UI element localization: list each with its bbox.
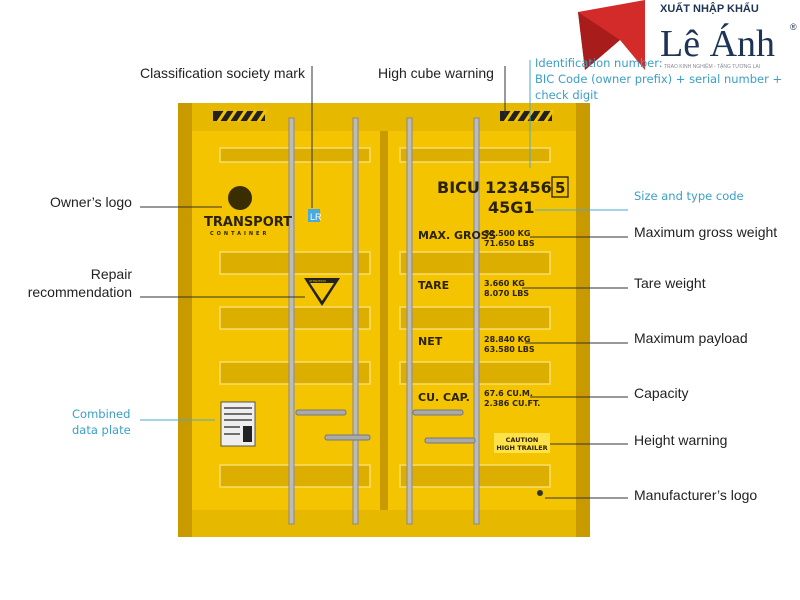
manufacturer-logo-icon	[537, 490, 543, 496]
label-height: Height warning	[634, 432, 727, 448]
weight-rows: MAX. GROSS 32.500 KG 71.650 LBS TARE 3.6…	[418, 229, 540, 408]
label-capacity: Capacity	[634, 385, 688, 401]
door-handles	[295, 409, 476, 444]
row-key: CU. CAP.	[418, 391, 470, 404]
owner-logo-sub: CONTAINER	[210, 231, 269, 237]
row-v2: 63.580 LBS	[484, 345, 535, 354]
classification-mark-text: LR	[310, 212, 322, 222]
leader-lines	[140, 60, 628, 499]
row-key: TARE	[418, 279, 449, 292]
label-manufacturer: Manufacturer’s logo	[634, 487, 757, 503]
row-v1: 32.500 KG	[484, 229, 530, 238]
label-max-gross: Maximum gross weight	[634, 224, 777, 240]
label-identification: BIC Code (owner prefix) + serial number …	[535, 72, 782, 86]
label-owner-logo: Owner’s logo	[50, 194, 132, 210]
label-repair: Repair	[91, 266, 133, 282]
caution-line: HIGH TRAILER	[496, 444, 547, 452]
owner-logo-name: TRANSPORT	[204, 215, 292, 230]
repair-triangle: ATTENTION	[304, 278, 340, 306]
label-payload: Maximum payload	[634, 330, 748, 346]
owner-logo: TRANSPORT CONTAINER	[204, 186, 292, 237]
label-size-type: Size and type code	[634, 189, 744, 203]
label-classification: Classification society mark	[140, 65, 306, 81]
label-repair: recommendation	[28, 284, 132, 300]
label-identification: check digit	[535, 88, 598, 102]
container	[178, 103, 590, 537]
label-tare: Tare weight	[634, 275, 706, 291]
brand-tagline: TRAO KINH NGHIỆM - TẶNG TƯƠNG LAI	[664, 62, 760, 70]
label-identification: Identification number:	[535, 56, 663, 70]
row-v2: 2.386 CU.FT.	[484, 399, 540, 408]
row-key: NET	[418, 335, 443, 348]
owner-prefix: BICU	[437, 178, 480, 197]
label-data-plate: Combined	[72, 407, 130, 421]
label-data-plate: data plate	[72, 423, 131, 437]
locking-bars	[288, 117, 480, 525]
caution-sticker: CAUTION HIGH TRAILER	[494, 433, 550, 453]
data-plate	[220, 401, 256, 447]
brand-logo: XUẤT NHẬP KHẨU Lê Ánh ® TRAO KINH NGHIỆM…	[578, 0, 797, 70]
label-high-cube: High cube warning	[378, 65, 494, 81]
brand-top: XUẤT NHẬP KHẨU	[660, 2, 759, 15]
row-v1: 28.840 KG	[484, 335, 530, 344]
attention-text: ATTENTION	[309, 279, 326, 283]
bic-code: BICU 123456 5 45G1	[437, 176, 569, 217]
hazard-stripes	[213, 109, 555, 123]
size-type-code: 45G1	[488, 198, 535, 217]
row-v1: 67.6 CU.M.	[484, 389, 533, 398]
brand-reg: ®	[790, 22, 797, 32]
serial-number: 123456	[485, 178, 552, 197]
globe-icon	[228, 186, 252, 210]
brand-name: Lê Ánh	[660, 23, 775, 65]
row-v1: 3.660 KG	[484, 279, 525, 288]
classification-mark-icon	[308, 209, 320, 222]
caution-line: CAUTION	[506, 436, 539, 444]
row-key: MAX. GROSS	[418, 229, 496, 242]
row-v2: 8.070 LBS	[484, 289, 529, 298]
check-digit: 5	[555, 179, 565, 197]
row-v2: 71.650 LBS	[484, 239, 535, 248]
